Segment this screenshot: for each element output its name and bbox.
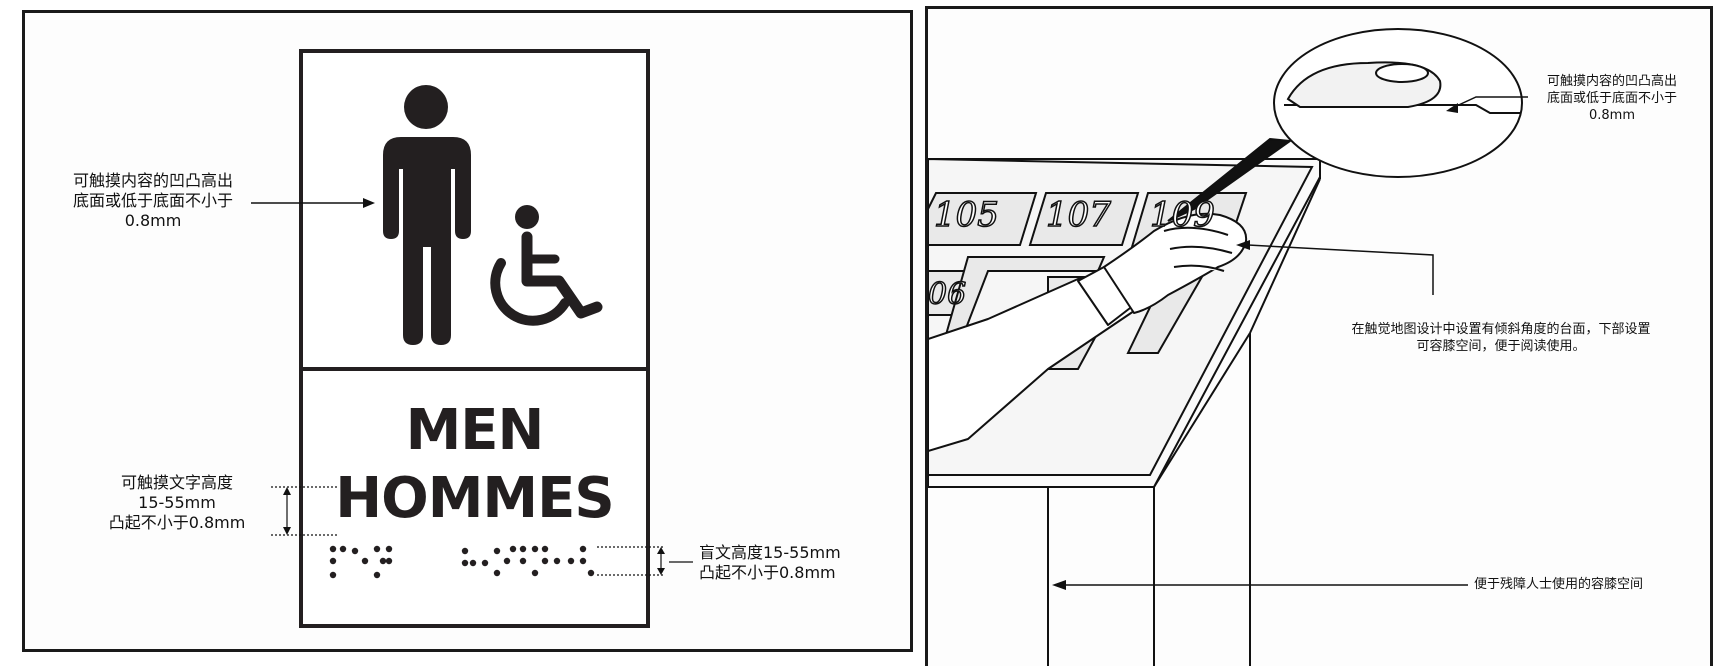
tactile-map-diagram-panel: 105 107 109 06 可触摸内容的凹凸高出 底面或低于底面不小于 0.8…: [925, 6, 1713, 666]
callout-arrow-zoom: [1449, 96, 1528, 110]
room-number-109: 109: [1149, 194, 1215, 236]
zoom-detail-icon: [1167, 28, 1523, 222]
man-pictogram-icon: [383, 85, 471, 345]
sign-hommes-text: HOMMES: [335, 466, 615, 531]
callout-line: 在触觉地图设计中设置有倾斜角度的台面，下部设置: [1351, 322, 1651, 337]
callout-line: 可触摸内容的凹凸高出: [1546, 74, 1677, 89]
braille-dots: [329, 545, 595, 579]
callout-line: 0.8mm: [1588, 108, 1635, 123]
callout-line: 15-55mm: [138, 493, 216, 512]
sign-men-text: MEN: [405, 398, 545, 463]
callout-line: 底面或低于底面不小于: [72, 191, 233, 210]
callout-text-height: 可触摸文字高度 15-55mm 凸起不小于0.8mm: [87, 473, 267, 533]
signage-diagram-panel: MEN HOMMES 可触摸内容的凹凸高出 底面或低于底面不小于 0.8mm 可…: [22, 10, 913, 652]
sign-frame: [299, 49, 650, 628]
callout-line: 盲文高度15-55mm: [699, 543, 841, 562]
callout-line: 0.8mm: [124, 211, 182, 230]
room-number-105: 105: [933, 194, 999, 236]
callout-line: 凸起不小于0.8mm: [108, 513, 246, 532]
tactile-map-table-illustration: [928, 28, 1528, 666]
callout-line: 凸起不小于0.8mm: [699, 563, 836, 582]
callout-arrows: [1064, 96, 1528, 586]
callout-line: 可触摸文字高度: [120, 473, 233, 492]
callout-knee-space: 便于残障人士使用的容膝空间: [1474, 576, 1643, 593]
callout-line: 可触摸内容的凹凸高出: [72, 171, 233, 190]
callout-line: 便于残障人士使用的容膝空间: [1474, 577, 1644, 592]
callout-zoom-relief: 可触摸内容的凹凸高出 底面或低于底面不小于 0.8mm: [1526, 73, 1698, 124]
callout-sloped-table: 在触觉地图设计中设置有倾斜角度的台面，下部设置 可容膝空间，便于阅读使用。: [1296, 321, 1706, 355]
sign-illustration: [251, 49, 693, 628]
callout-braille: 盲文高度15-55mm 凸起不小于0.8mm: [699, 543, 899, 583]
room-number-06: 06: [928, 276, 967, 313]
callout-arrow-slope: [1247, 244, 1434, 295]
text-height-dimension: [271, 486, 337, 536]
wheelchair-accessibility-icon: [490, 205, 603, 326]
callout-tactile-relief: 可触摸内容的凹凸高出 底面或低于底面不小于 0.8mm: [53, 171, 253, 231]
room-number-107: 107: [1045, 194, 1111, 236]
reading-hand-icon: [928, 212, 1248, 452]
callout-line: 可容膝空间，便于阅读使用。: [1416, 339, 1586, 354]
callout-line: 底面或低于底面不小于: [1546, 91, 1677, 106]
